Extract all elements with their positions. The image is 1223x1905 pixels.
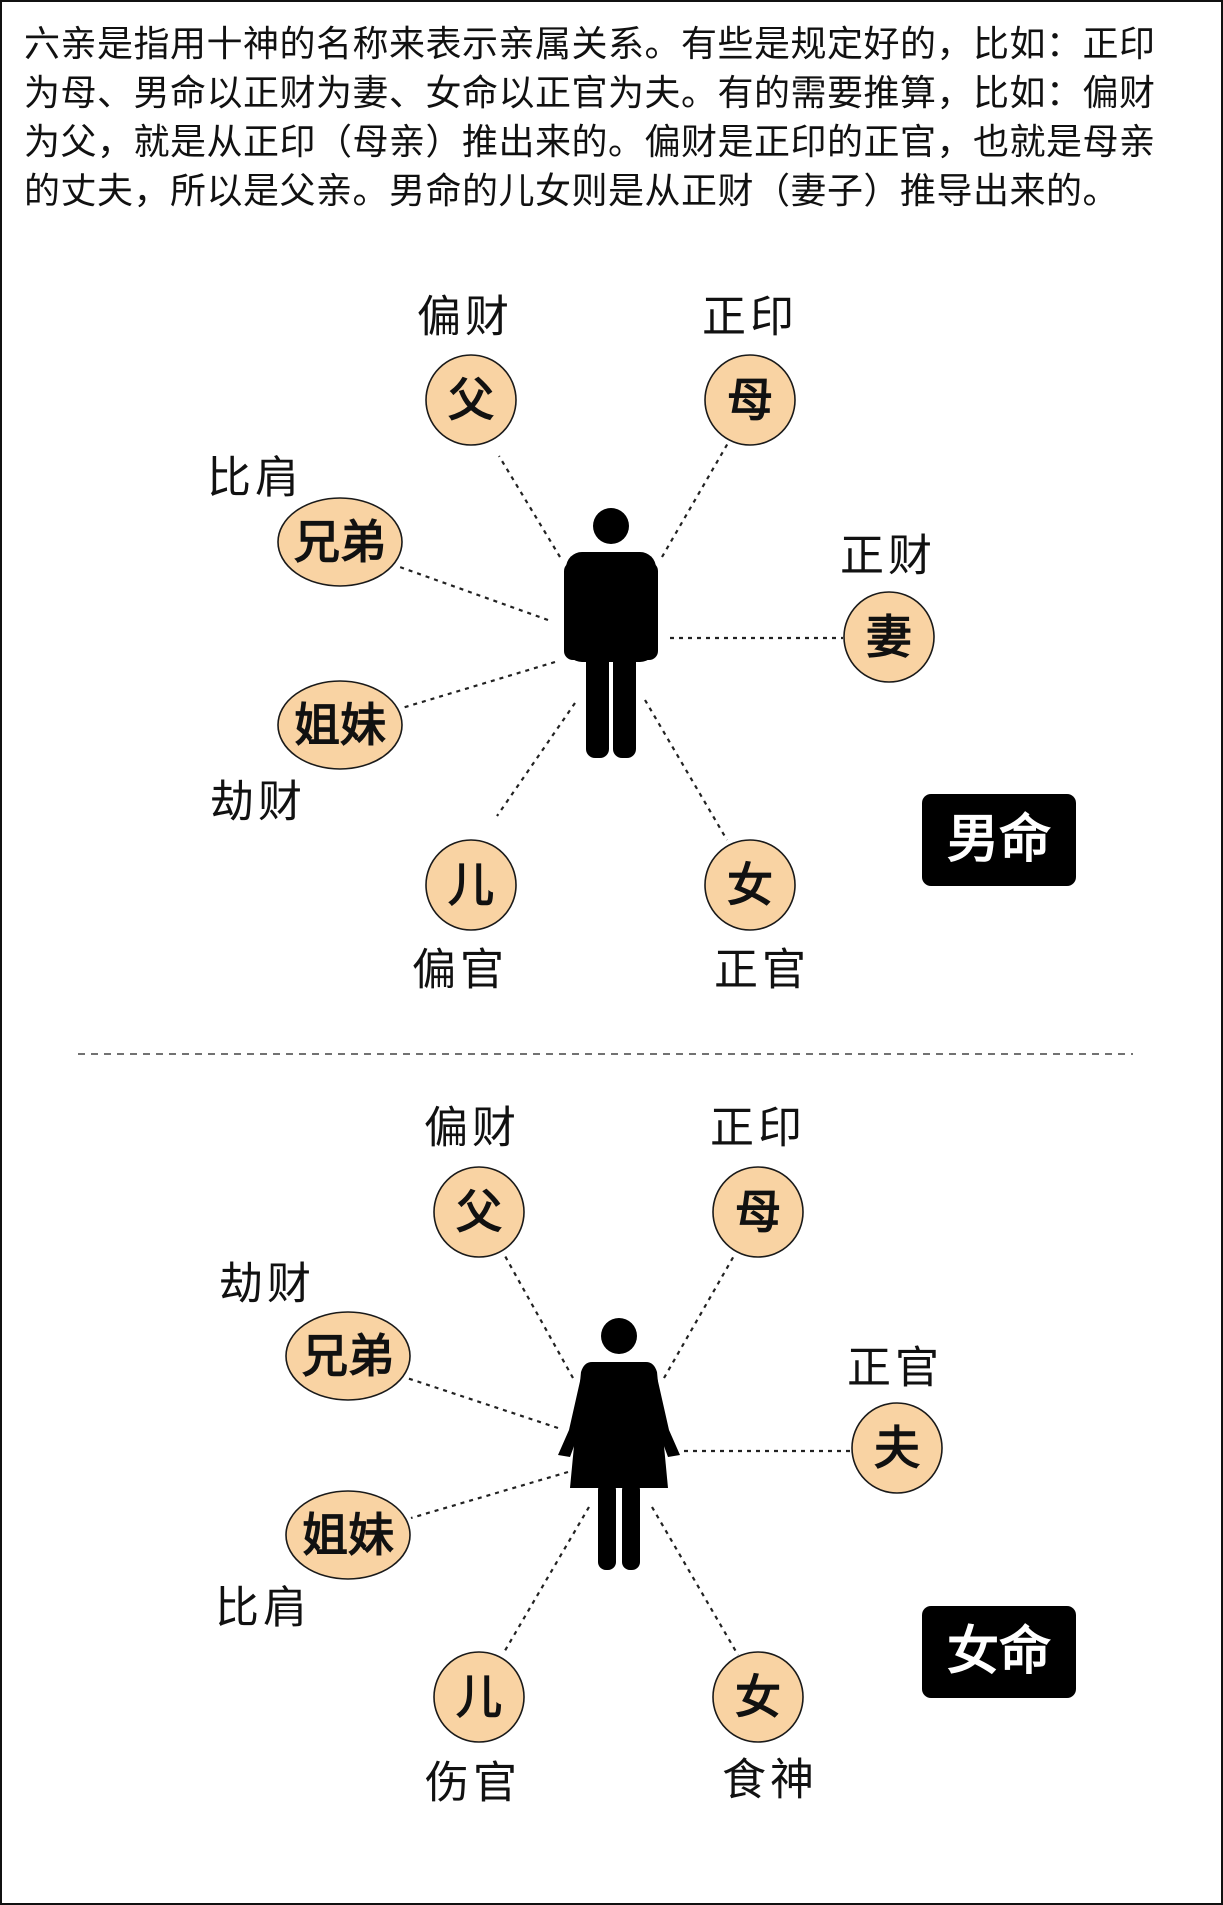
woman-icon	[558, 1318, 680, 1570]
node-father: 父 偏财	[417, 292, 517, 446]
male-badge: 男命	[922, 794, 1076, 886]
god-label: 正财	[840, 531, 936, 582]
relative-label: 女	[735, 1670, 781, 1724]
node-circle	[425, 354, 517, 446]
node-son: 儿 伤官	[425, 1651, 525, 1809]
node-spouse: 夫 正官	[847, 1343, 943, 1494]
node-circle	[285, 1311, 411, 1401]
node-daughter: 女 食神	[712, 1651, 818, 1806]
god-label: 劫财	[219, 1259, 315, 1310]
god-label: 伤官	[425, 1758, 521, 1809]
link-daughter	[651, 1506, 739, 1656]
node-mother: 母 正印	[710, 1103, 806, 1258]
node-circle	[277, 497, 403, 587]
god-label: 劫财	[210, 777, 306, 828]
god-label: 偏财	[424, 1103, 520, 1154]
god-label: 正印	[702, 292, 798, 343]
god-label: 偏官	[412, 945, 508, 996]
intro-line: 六亲是指用十神的名称来表示亲属关系。有些是规定好的，比如：正印	[24, 24, 1156, 65]
relative-label: 女	[727, 858, 773, 912]
female-diagram: 父 偏财 母 正印 兄弟 劫财 姐妹 比肩 夫 正官 儿 伤官	[215, 1103, 1076, 1809]
node-circle	[851, 1402, 943, 1494]
badge-label: 男命	[947, 810, 1051, 870]
link-brothers	[406, 1376, 559, 1430]
god-label: 比肩	[215, 1583, 311, 1634]
node-circle	[433, 1651, 525, 1743]
link-mother	[663, 1253, 736, 1379]
relative-label: 母	[727, 373, 773, 427]
link-father	[504, 1255, 574, 1379]
node-mother: 母 正印	[702, 292, 798, 446]
intro-line: 的丈夫，所以是父亲。男命的儿女则是从正财（妻子）推导出来的。	[24, 171, 1120, 212]
badge-label: 女命	[947, 1622, 1051, 1682]
link-daughter	[644, 699, 728, 841]
god-label: 正官	[714, 945, 810, 996]
god-label: 正印	[710, 1103, 806, 1154]
node-son: 儿 偏官	[412, 839, 517, 996]
link-mother	[661, 442, 729, 558]
god-label: 食神	[722, 1755, 818, 1806]
intro-line: 为父，就是从正印（母亲）推出来的。偏财是正印的正官，也就是母亲	[24, 122, 1156, 163]
relative-label: 父	[456, 1185, 502, 1239]
node-circle	[712, 1166, 804, 1258]
man-icon	[564, 508, 658, 758]
god-label: 偏财	[417, 292, 513, 343]
node-spouse: 妻 正财	[840, 531, 936, 683]
god-label: 比肩	[207, 453, 303, 504]
relative-label: 父	[448, 373, 494, 427]
node-daughter: 女 正官	[704, 839, 810, 996]
relative-label: 兄弟	[294, 515, 386, 569]
link-brothers	[396, 564, 549, 622]
node-circle	[433, 1166, 525, 1258]
node-father: 父 偏财	[424, 1103, 525, 1258]
relative-label: 儿	[448, 858, 494, 912]
relative-label: 姐妹	[302, 1508, 394, 1562]
god-label: 正官	[847, 1343, 943, 1394]
relative-label: 儿	[456, 1670, 502, 1724]
node-brothers: 兄弟 比肩	[207, 453, 403, 587]
node-sisters: 姐妹 比肩	[215, 1490, 411, 1634]
node-circle	[425, 839, 517, 931]
node-circle	[843, 591, 935, 683]
female-badge: 女命	[922, 1606, 1076, 1698]
link-son	[496, 702, 576, 817]
node-brothers: 兄弟 劫财	[219, 1259, 411, 1401]
relative-label: 妻	[866, 610, 912, 664]
link-father	[498, 455, 561, 558]
relative-label: 姐妹	[294, 698, 386, 752]
link-sisters	[410, 1470, 569, 1520]
node-circle	[285, 1490, 411, 1580]
link-son	[502, 1506, 590, 1655]
intro-line: 为母、男命以正财为妻、女命以正官为夫。有的需要推算，比如：偏财	[24, 73, 1156, 114]
relative-label: 兄弟	[302, 1329, 394, 1383]
node-circle	[704, 354, 796, 446]
relative-label: 夫	[874, 1421, 921, 1475]
intro-paragraph: 六亲是指用十神的名称来表示亲属关系。有些是规定好的，比如：正印 为母、男命以正财…	[24, 20, 1204, 216]
link-sisters	[401, 660, 556, 710]
node-sisters: 姐妹 劫财	[210, 680, 403, 828]
male-diagram: 父 偏财 母 正印 兄弟 比肩 姐妹 劫财 妻 正财 儿 偏官	[207, 292, 1076, 996]
relative-label: 母	[735, 1185, 781, 1239]
node-circle	[704, 839, 796, 931]
node-circle	[712, 1651, 804, 1743]
node-circle	[277, 680, 403, 770]
